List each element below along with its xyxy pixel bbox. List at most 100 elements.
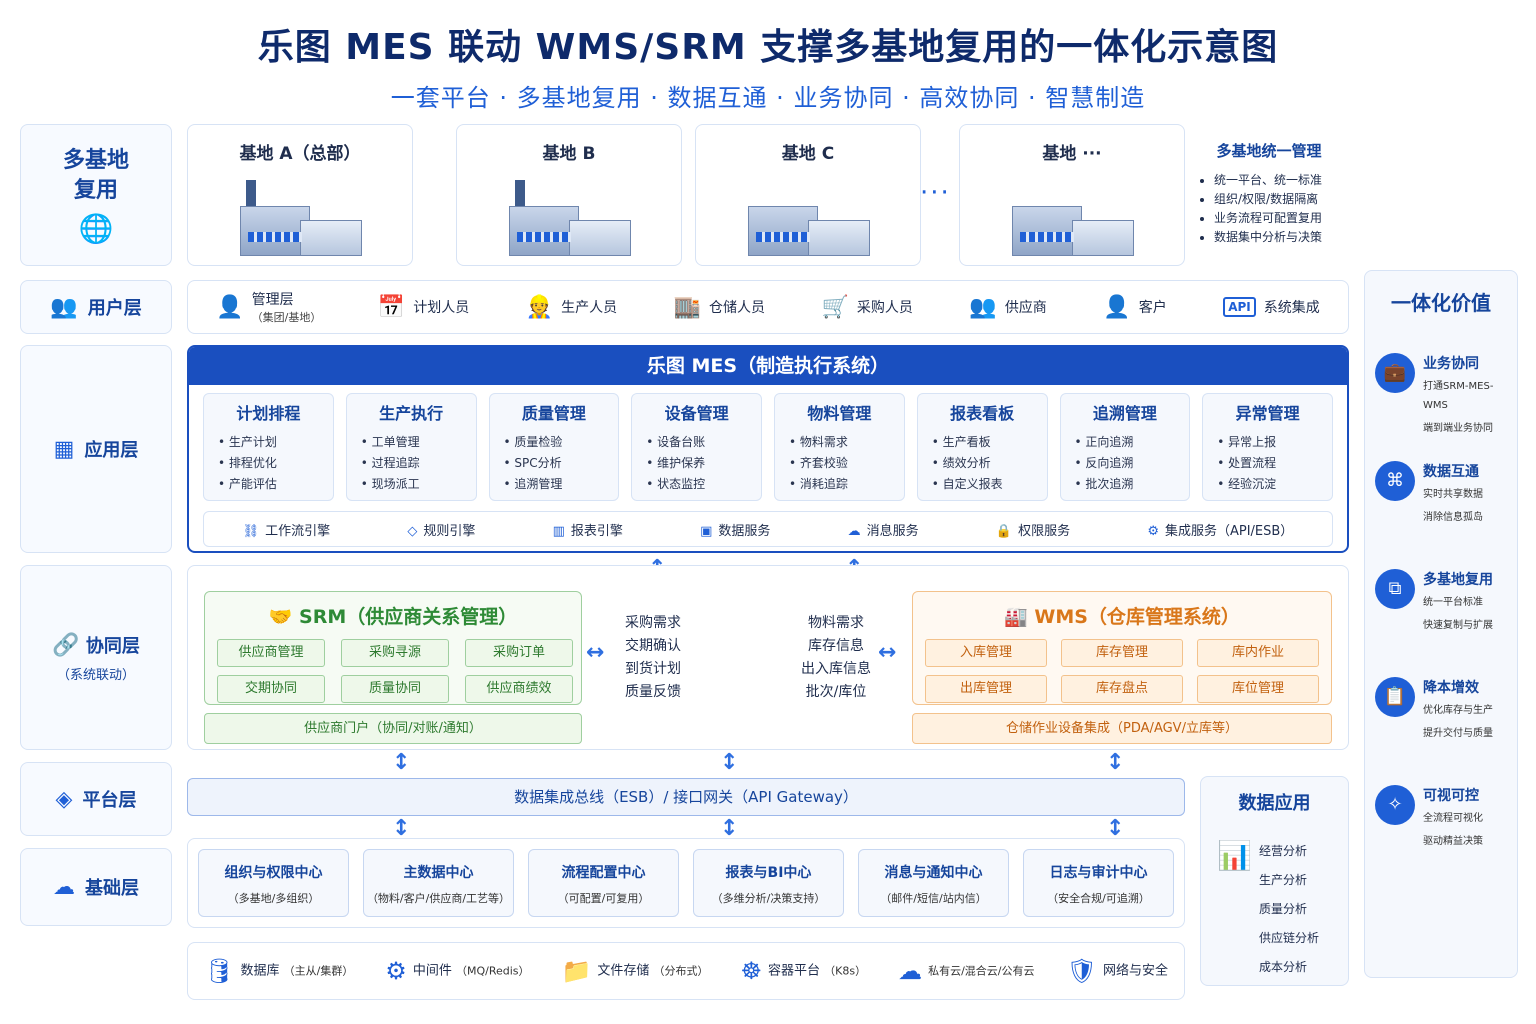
mes-module: 质量管理• 质量检验• SPC分析• 追溯管理 xyxy=(488,393,620,501)
infra-item: 🛡网络与安全 xyxy=(1066,957,1168,985)
user-sub: （集团/基地） xyxy=(251,311,322,324)
mes-module-item: • 状态监控 xyxy=(646,477,706,491)
data-app-item: 经营分析 xyxy=(1259,844,1308,858)
value-item-line: 驱动精益决策 xyxy=(1423,836,1483,847)
value-item-line: 端到端业务协同 xyxy=(1423,423,1493,434)
mes-title: 乐图 MES（制造执行系统） xyxy=(189,347,1347,385)
srm-title: SRM（供应商关系管理） xyxy=(299,606,518,628)
engine-item: ☁消息服务 xyxy=(847,523,919,539)
folder-icon: 📁 xyxy=(561,957,592,985)
rule-icon: ◇ xyxy=(407,523,418,539)
cloud-icon: ☁ xyxy=(898,957,923,985)
value-item-line: 实时共享数据 xyxy=(1423,489,1483,500)
message-icon: ☁ xyxy=(847,523,861,539)
engine-item: ⚙集成服务（API/ESB） xyxy=(1147,523,1294,539)
user-item: 🛒采购人员 xyxy=(822,295,913,320)
user-item: 👤客户 xyxy=(1103,295,1166,320)
platform-center: 消息与通知中心（邮件/短信/站内信） xyxy=(858,849,1009,917)
mes-module-item: • 物料需求 xyxy=(789,435,848,449)
mes-module-item: • 齐套校验 xyxy=(789,456,848,470)
bar-chart-icon: 📊 xyxy=(1217,839,1252,872)
mes-module-item: • 反向追溯 xyxy=(1074,456,1134,470)
mes-module-item: • 消耗追踪 xyxy=(789,477,848,491)
person-icon: 👤 xyxy=(216,294,244,320)
infra-item: ☁私有云/混合云/公有云 xyxy=(898,957,1035,985)
mes-module: 设备管理• 设备台账• 维护保养• 状态监控 xyxy=(631,393,762,501)
multi-mgmt-item: 业务流程可配置复用 xyxy=(1214,209,1338,228)
helm-icon: ☸ xyxy=(740,957,763,985)
grid-icon: ▦ xyxy=(53,436,75,462)
infra-row: 🛢数据库 （主从/集群） ⚙中间件 （MQ/Redis） 📁文件存储 （分布式）… xyxy=(187,942,1185,1000)
data-app-item: 供应链分析 xyxy=(1259,931,1320,945)
platform-centers: 组织与权限中心（多基地/多组织）主数据中心（物料/客户/供应商/工艺等）流程配置… xyxy=(187,838,1185,928)
value-item: ⧉多基地复用统一平台标准快速复制与扩展 xyxy=(1375,569,1515,635)
mes-module-title: 追溯管理 xyxy=(1092,404,1157,423)
flow-left: 采购需求交期确认到货计划质量反馈 xyxy=(625,615,681,700)
mes-module-title: 质量管理 xyxy=(521,404,586,423)
mes-module-title: 生产执行 xyxy=(379,404,444,423)
workflow-icon: ⛓ xyxy=(242,523,260,539)
integration-icon: ⚙ xyxy=(1147,523,1159,539)
value-item-title: 业务协同 xyxy=(1423,356,1479,372)
integration-bus: 数据集成总线（ESB）/ 接口网关（API Gateway） xyxy=(187,778,1185,816)
wms-cell: 库位管理 xyxy=(1197,675,1319,703)
page-title: 乐图 MES 联动 WMS/SRM 支撑多基地复用的一体化示意图 xyxy=(257,27,1279,68)
leftright-arrow-icon: ↔ xyxy=(878,640,897,665)
side-collab-sub: （系统联动） xyxy=(56,668,135,683)
user-label: 采购人员 xyxy=(856,300,913,316)
mes-module-item: • 现场派工 xyxy=(360,477,420,491)
mes-module: 生产执行• 工单管理• 过程追踪• 现场派工 xyxy=(345,393,477,501)
srm-cell: 供应商管理 xyxy=(217,639,325,667)
mes-module-item: • 异常上报 xyxy=(1217,435,1277,449)
platform-center: 组织与权限中心（多基地/多组织） xyxy=(198,849,349,917)
value-item-line: 快速复制与扩展 xyxy=(1423,620,1493,631)
side-multi-base: 多基地 复用 🌐 xyxy=(20,124,172,266)
value-item-line: 提升交付与质量 xyxy=(1423,728,1493,739)
side-user-label: 用户层 xyxy=(87,298,142,319)
value-item-title: 降本增效 xyxy=(1423,680,1479,696)
layers-icon: ◈ xyxy=(55,786,73,812)
person-icon: 👤 xyxy=(1103,294,1131,320)
mes-module-item: • 绩效分析 xyxy=(931,456,991,470)
user-layer-row: 👤管理层（集团/基地） 📅计划人员 👷生产人员 🏬仓储人员 🛒采购人员 👥供应商… xyxy=(187,280,1349,334)
multi-base-management: 多基地统一管理 统一平台、统一标准 组织/权限/数据隔离 业务流程可配置复用 数… xyxy=(1190,124,1348,266)
side-platform-label: 平台层 xyxy=(82,790,137,811)
srm-cell: 质量协同 xyxy=(341,675,449,703)
center-sub: （物料/客户/供应商/工艺等） xyxy=(366,892,511,905)
mes-module: 追溯管理• 正向追溯• 反向追溯• 批次追溯 xyxy=(1059,393,1191,501)
mes-module-title: 报表看板 xyxy=(950,404,1015,423)
value-title: 一体化价值 xyxy=(1391,291,1491,315)
mes-module-title: 异常管理 xyxy=(1235,404,1300,423)
user-label: 仓储人员 xyxy=(709,300,766,316)
platform-center: 流程配置中心（可配置/可复用） xyxy=(528,849,679,917)
wms-cell: 出库管理 xyxy=(925,675,1047,703)
side-user-layer: 👥 用户层 xyxy=(20,280,172,334)
leftright-arrow-icon: ↔ xyxy=(586,640,605,665)
handshake-icon: 🤝 xyxy=(268,606,293,628)
side-app-layer: ▦ 应用层 xyxy=(20,345,172,553)
side-infra-label: 基础层 xyxy=(85,878,139,899)
factory-illustration xyxy=(1002,176,1142,256)
compass-icon: ✧ xyxy=(1375,785,1415,825)
wms-cells: 入库管理库存管理库内作业出库管理库存盘点库位管理 xyxy=(925,639,1331,703)
user-item: 👥供应商 xyxy=(969,295,1046,320)
value-item-line: 统一平台标准 xyxy=(1423,597,1483,608)
side-collab-layer: 🔗 协同层 （系统联动） xyxy=(20,565,172,750)
mes-module-item: • 自定义报表 xyxy=(931,477,1003,491)
base-name: 基地 ··· xyxy=(1042,144,1102,164)
user-label: 管理层 xyxy=(251,292,294,308)
mes-module: 报表看板• 生产看板• 绩效分析• 自定义报表 xyxy=(916,393,1048,501)
wms-title: WMS（仓库管理系统） xyxy=(1034,606,1240,628)
center-sub: （邮件/短信/站内信） xyxy=(880,892,987,905)
mes-module-title: 设备管理 xyxy=(664,404,729,423)
network-icon: ⌘ xyxy=(1375,461,1415,501)
worker-icon: 👷 xyxy=(525,294,554,320)
data-application: 数据应用 📊 经营分析 生产分析 质量分析 供应链分析 成本分析 xyxy=(1200,776,1349,986)
flow-right: 物料需求库存信息出入库信息批次/库位 xyxy=(801,615,871,700)
user-item: 👷生产人员 xyxy=(526,295,617,320)
mes-module-item: • 产能评估 xyxy=(218,477,277,491)
report-icon: ▥ xyxy=(552,523,565,539)
factory-illustration xyxy=(738,176,878,256)
